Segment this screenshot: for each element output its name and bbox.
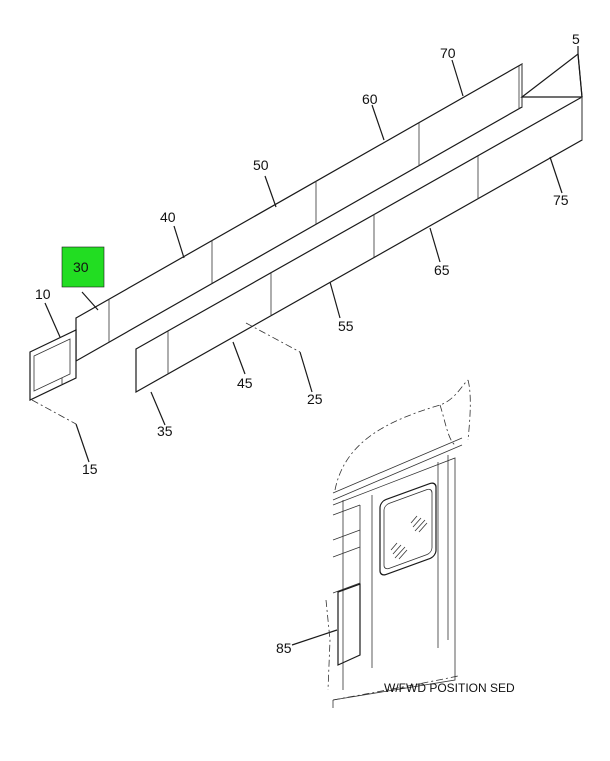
- callout-65[interactable]: 65: [434, 262, 450, 278]
- callout-30-highlight: [61, 246, 105, 288]
- upper-trim-strip: [75, 62, 523, 363]
- callout-35[interactable]: 35: [157, 423, 173, 439]
- cab-detail-view: [325, 379, 471, 708]
- leader-15-dash: [31, 399, 77, 425]
- callout-55[interactable]: 55: [338, 318, 354, 334]
- callout-50[interactable]: 50: [253, 157, 269, 173]
- callout-25[interactable]: 25: [307, 391, 323, 407]
- callout-60[interactable]: 60: [362, 91, 378, 107]
- callout-15[interactable]: 15: [82, 461, 98, 477]
- lower-trim-strip: [135, 52, 583, 394]
- leader-25-dash: [245, 322, 301, 353]
- callout-30[interactable]: 30: [73, 259, 89, 275]
- leader-lines: [44, 46, 579, 646]
- callout-5[interactable]: 5: [572, 31, 580, 47]
- callout-45[interactable]: 45: [237, 375, 253, 391]
- window-glare-marks: [390, 515, 428, 560]
- end-cap-part: [29, 329, 77, 401]
- detail-caption: W/FWD POSITION SED: [384, 681, 515, 695]
- callout-40[interactable]: 40: [160, 209, 176, 225]
- callout-70[interactable]: 70: [440, 45, 456, 61]
- callout-10[interactable]: 10: [35, 286, 51, 302]
- callout-75[interactable]: 75: [553, 192, 569, 208]
- callout-85[interactable]: 85: [276, 640, 292, 656]
- window: [379, 482, 437, 576]
